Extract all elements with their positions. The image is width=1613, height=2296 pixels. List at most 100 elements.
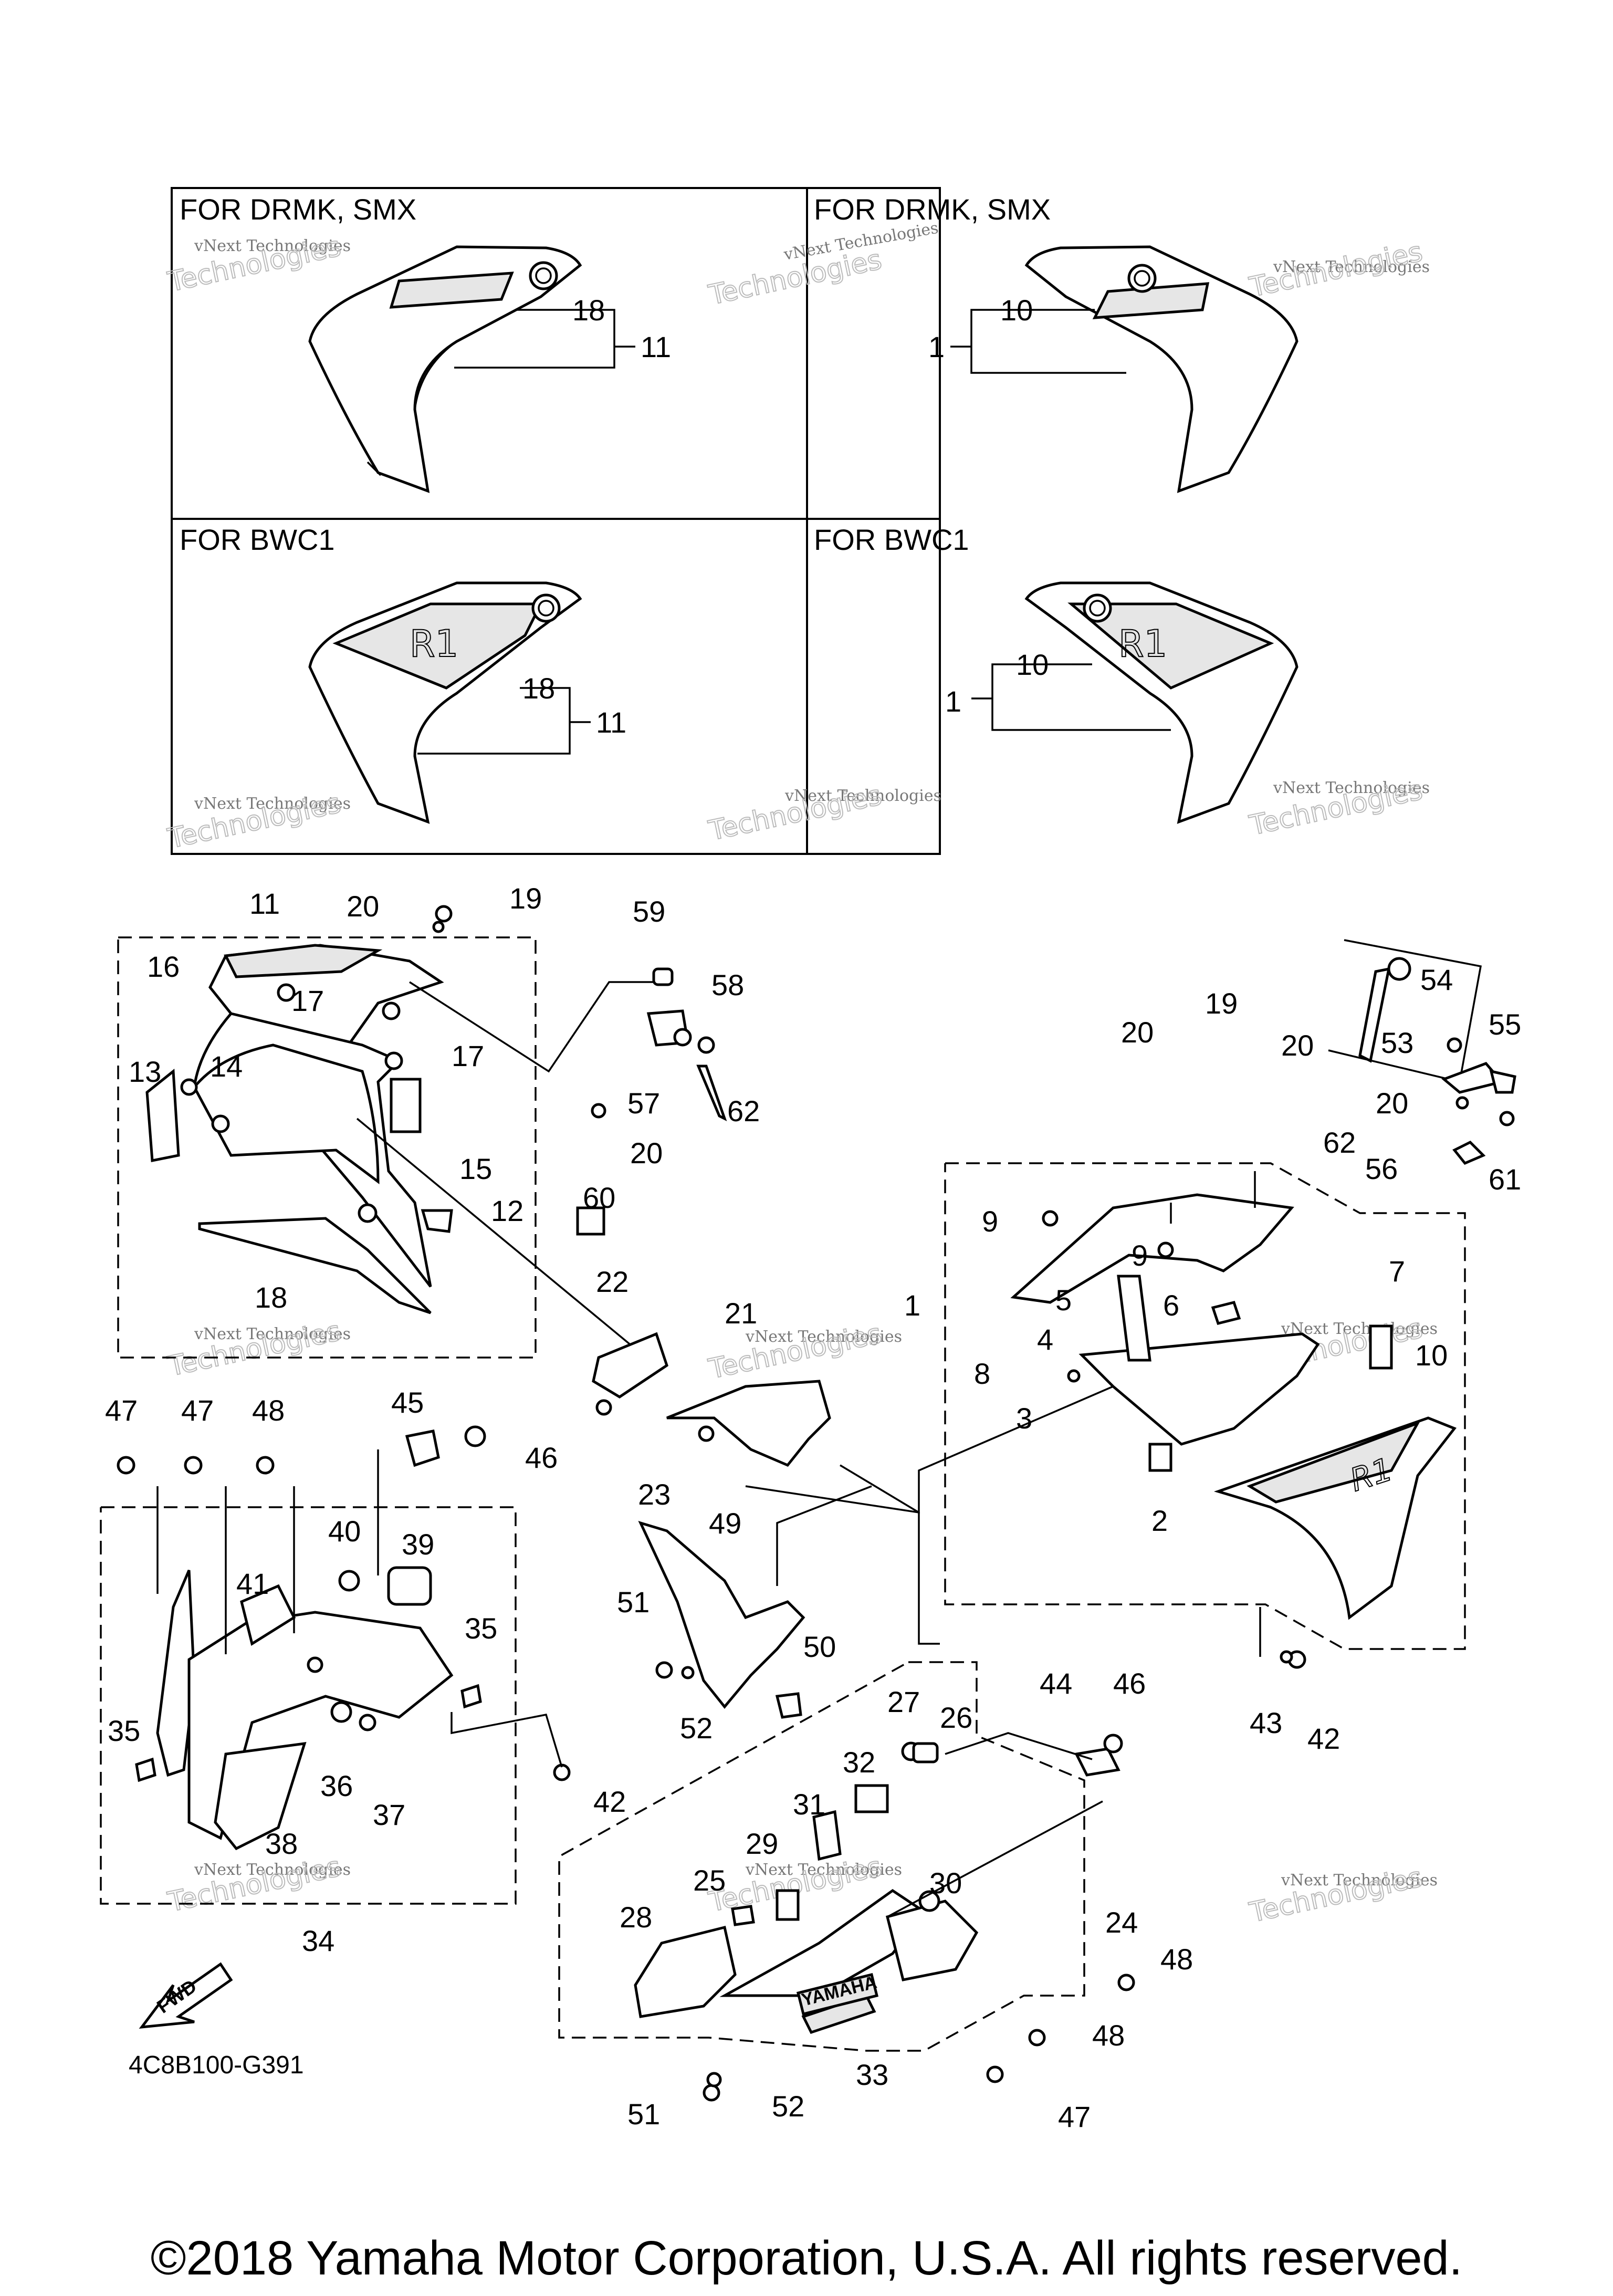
- leader-lines: [156, 981, 1261, 1918]
- callout-32: 32: [843, 1746, 875, 1779]
- watermark-5: vNext Technologies: [784, 787, 941, 805]
- callout-48b: 48: [1160, 1943, 1193, 1976]
- callout-54: 54: [1420, 963, 1453, 996]
- callout-23: 23: [638, 1478, 671, 1511]
- callout-55: 55: [1489, 1008, 1521, 1041]
- diagram-code: 4C8B100-G391: [129, 2051, 304, 2079]
- callout-28: 28: [620, 1901, 652, 1934]
- callout-20c: 20: [1121, 1016, 1154, 1049]
- callout-5: 5: [1055, 1283, 1072, 1317]
- side-cowling-right-bwc1: R1: [1024, 581, 1298, 824]
- box-title-top-left: FOR DRMK, SMX: [180, 193, 416, 226]
- box-callout-1: 1: [928, 330, 945, 363]
- callout-16: 16: [147, 950, 180, 983]
- callout-25: 25: [693, 1864, 726, 1897]
- callout-17b: 17: [452, 1039, 484, 1072]
- callout-52a: 52: [680, 1711, 713, 1745]
- box-callout-18: 18: [572, 294, 605, 327]
- callout-40: 40: [328, 1515, 361, 1548]
- box-title-top-right: FOR DRMK, SMX: [814, 193, 1051, 226]
- callout-7: 7: [1389, 1255, 1405, 1288]
- center-brackets: [592, 1332, 831, 1467]
- callout-41: 41: [236, 1567, 269, 1600]
- right-cowling-assembly: [944, 1162, 1466, 1650]
- callout-52b: 52: [772, 2090, 804, 2123]
- watermark-6: vNext Technologies: [1273, 779, 1430, 797]
- callout-20a: 20: [347, 890, 379, 923]
- callout-62a: 62: [727, 1094, 760, 1128]
- callout-31: 31: [793, 1788, 825, 1821]
- callout-59: 59: [633, 895, 665, 928]
- callout-51b: 51: [627, 2097, 660, 2131]
- callout-2: 2: [1151, 1504, 1168, 1537]
- callout-9b: 9: [1132, 1239, 1148, 1272]
- callout-1: 1: [904, 1289, 920, 1322]
- left-cowling-assembly: [117, 905, 537, 1359]
- side-cowling-left-bwc1: R1: [308, 581, 582, 824]
- callout-37: 37: [373, 1798, 405, 1831]
- callout-49: 49: [709, 1507, 741, 1540]
- callout-46a: 46: [525, 1441, 558, 1474]
- callout-43: 43: [1250, 1706, 1282, 1739]
- callout-18: 18: [255, 1281, 287, 1314]
- callout-47c: 47: [1058, 2100, 1091, 2133]
- callout-48a: 48: [252, 1394, 285, 1427]
- copyright-notice: ©2018 Yamaha Motor Corporation, U.S.A. A…: [150, 2231, 1463, 2285]
- callout-21: 21: [725, 1297, 757, 1330]
- watermark-1: vNext Technologies: [194, 237, 351, 255]
- side-cowling-right-drmk: [1024, 245, 1298, 493]
- box-callout-1-bwc1: 1: [945, 685, 961, 718]
- callout-56: 56: [1365, 1152, 1398, 1185]
- callout-20d: 20: [1281, 1029, 1314, 1062]
- box-callout-10: 10: [1000, 294, 1033, 327]
- box-callout-11-bwc1: 11: [596, 706, 626, 739]
- callout-62b: 62: [1323, 1126, 1356, 1159]
- watermark-8: vNext Technologies: [745, 1328, 902, 1346]
- callout-35a: 35: [465, 1612, 497, 1645]
- callout-58: 58: [711, 968, 744, 1001]
- box-title-bottom-right: FOR BWC1: [814, 523, 969, 556]
- callout-61: 61: [1489, 1163, 1521, 1196]
- callout-22: 22: [596, 1265, 629, 1298]
- callout-30: 30: [929, 1866, 962, 1900]
- watermark-11: vNext Technologies: [745, 1861, 902, 1879]
- watermark-3b: Technologies: [1247, 236, 1425, 304]
- callout-15: 15: [459, 1152, 492, 1185]
- center-panel: [638, 1521, 805, 1719]
- box-callout-10-bwc1: 10: [1016, 648, 1049, 681]
- watermark-9: vNext Technologies: [1281, 1320, 1438, 1338]
- callout-46b: 46: [1113, 1667, 1146, 1700]
- callout-19b: 19: [1205, 987, 1238, 1020]
- box-title-bottom-left: FOR BWC1: [180, 523, 335, 556]
- callout-9a: 9: [982, 1205, 998, 1238]
- callout-12: 12: [491, 1194, 523, 1227]
- callout-24: 24: [1105, 1906, 1138, 1939]
- callout-53: 53: [1381, 1026, 1413, 1059]
- svg-text:R1: R1: [410, 622, 458, 665]
- side-cowling-left-drmk: [308, 245, 582, 493]
- callout-48c: 48: [1092, 2019, 1125, 2052]
- callout-34: 34: [302, 1924, 334, 1957]
- callout-50: 50: [803, 1630, 836, 1663]
- callout-numbers: 1 2 3 4 5 6 7 8 9 9 10 11 12 13 14 15 16…: [105, 882, 1521, 2133]
- callout-47a: 47: [105, 1394, 138, 1427]
- callout-44: 44: [1040, 1667, 1072, 1700]
- callout-17a: 17: [291, 984, 324, 1017]
- callout-39: 39: [402, 1528, 434, 1561]
- callout-19a: 19: [509, 882, 542, 915]
- watermark-12: vNext Technologies: [1281, 1871, 1438, 1890]
- callout-60: 60: [583, 1181, 615, 1214]
- stay-parts-upper: [576, 967, 727, 1236]
- callout-57: 57: [627, 1087, 660, 1120]
- callout-45: 45: [391, 1386, 424, 1419]
- callout-42b: 42: [1307, 1722, 1340, 1755]
- callout-26: 26: [940, 1701, 972, 1734]
- callout-51a: 51: [617, 1585, 650, 1619]
- callout-47b: 47: [181, 1394, 214, 1427]
- fwd-arrow-icon: FWD: [139, 1962, 233, 2029]
- callout-4: 4: [1037, 1323, 1053, 1356]
- variant-boxes: FOR DRMK, SMX FOR DRMK, SMX FOR BWC1 FOR…: [171, 187, 1298, 855]
- callout-10: 10: [1415, 1339, 1448, 1372]
- callout-3: 3: [1016, 1402, 1032, 1435]
